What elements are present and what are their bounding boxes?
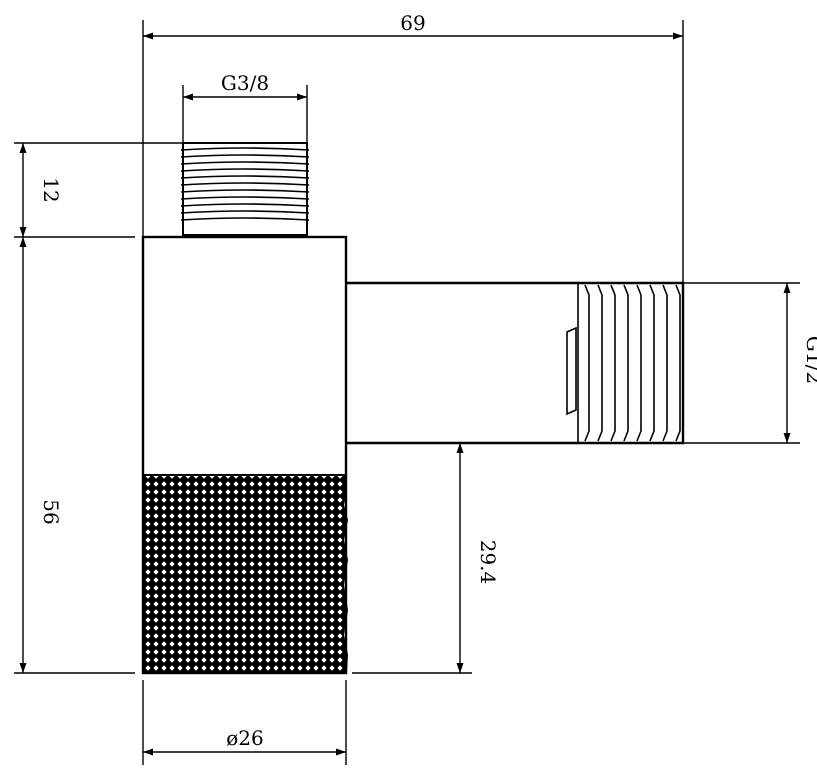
label-body-height: 56 <box>39 499 63 524</box>
label-side-thread: G1/2 <box>802 336 817 384</box>
thread-ridge <box>180 168 310 172</box>
thread-ridge <box>180 217 310 221</box>
thread-ridge <box>180 161 310 165</box>
knurled-grip <box>142 474 349 674</box>
label-outlet-height: 29.4 <box>476 540 500 585</box>
side-thread-outline <box>577 283 684 443</box>
thread-ridge <box>636 284 642 442</box>
thread-ridge <box>584 284 590 442</box>
thread-ridge <box>662 284 668 442</box>
side-outlet-pipe <box>298 281 685 445</box>
label-top-thread-height: 12 <box>39 177 63 202</box>
thread-ridge <box>180 147 310 151</box>
label-overall-width: 69 <box>400 11 425 35</box>
thread-ridge <box>180 175 310 179</box>
side-thread-lines <box>577 283 684 443</box>
top-thread-nipple <box>182 142 308 236</box>
thread-ridge <box>180 196 310 200</box>
thread-ridge <box>180 189 310 193</box>
thread-ridge <box>180 210 310 214</box>
thread-ridge <box>180 182 310 186</box>
extension-lines <box>14 20 800 765</box>
thread-ridge <box>623 284 629 442</box>
label-top-thread: G3/8 <box>221 71 269 95</box>
label-diameter: ø26 <box>226 726 264 750</box>
thread-ridge <box>675 284 681 442</box>
thread-ridge <box>649 284 655 442</box>
valve-body-group <box>141 142 685 675</box>
top-thread-lines <box>180 147 310 221</box>
thread-ridge <box>610 284 616 442</box>
thread-ridge <box>597 284 603 442</box>
dimension-labels: 69 G3/8 12 56 G1/2 29.4 ø26 <box>39 11 817 750</box>
thread-ridge <box>180 154 310 158</box>
thread-runout-mark <box>566 326 577 416</box>
dimension-lines <box>19 32 791 756</box>
thread-ridge <box>180 203 310 207</box>
